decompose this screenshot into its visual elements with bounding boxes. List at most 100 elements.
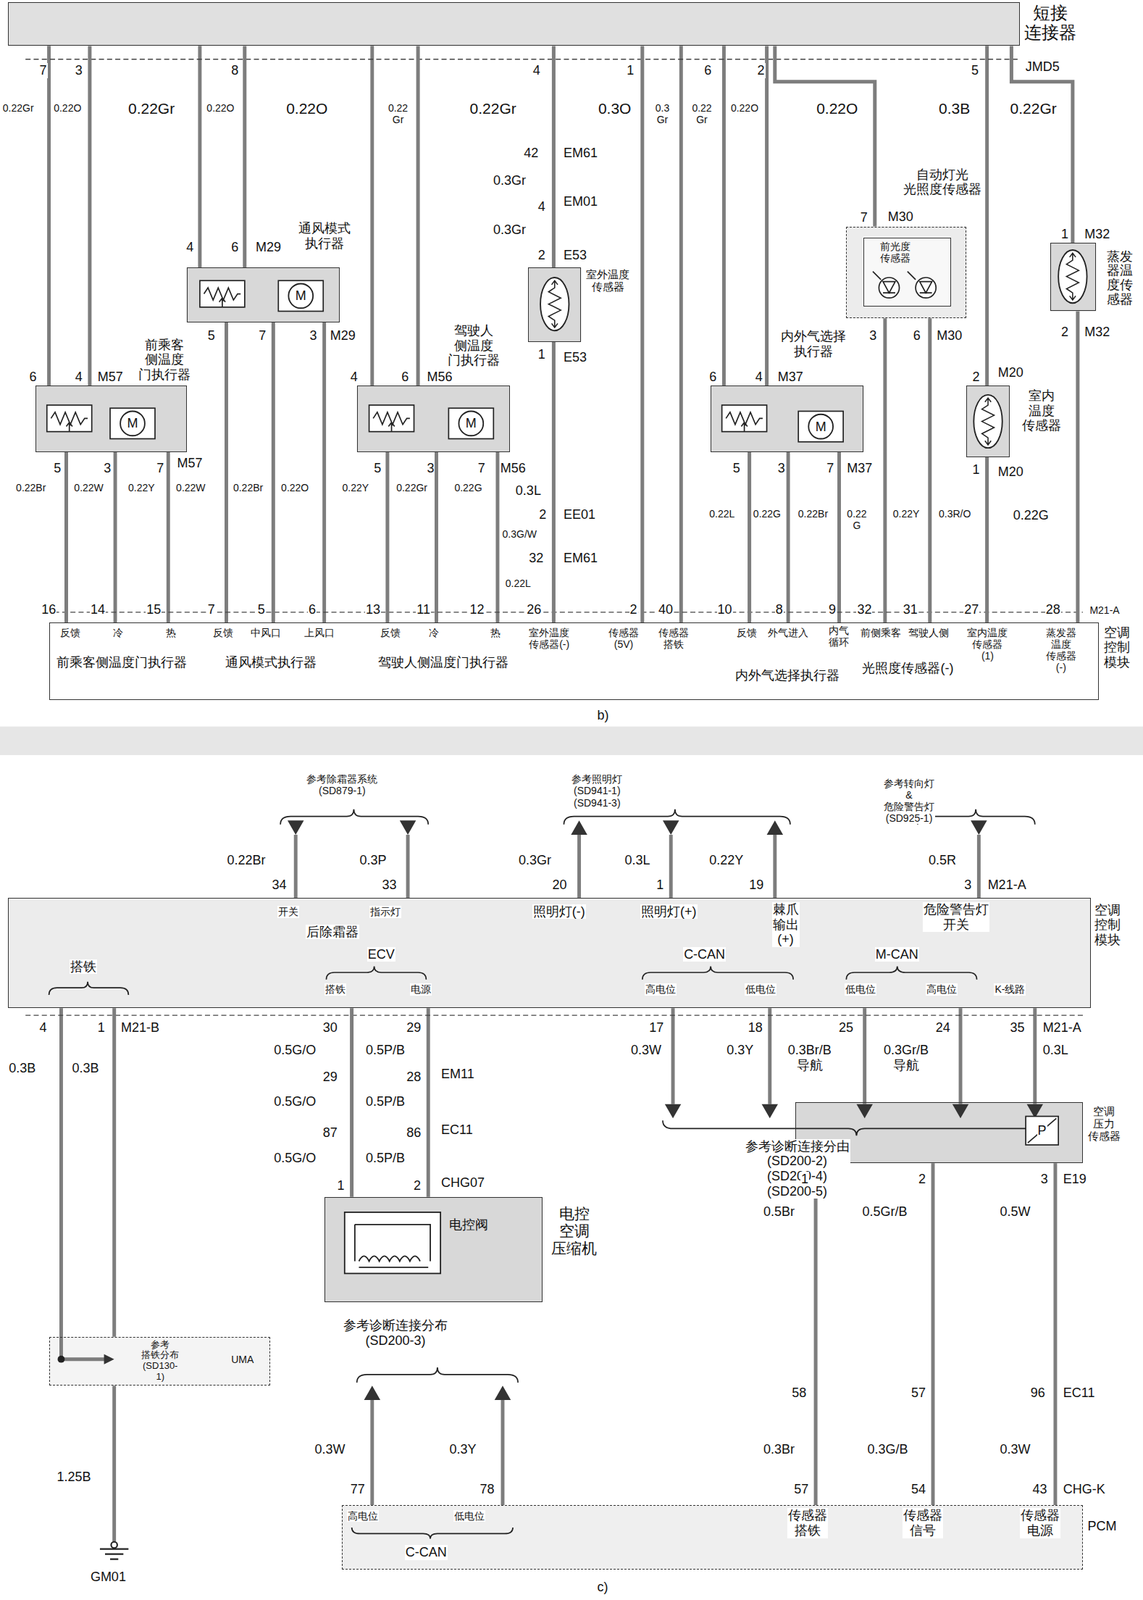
wire-label: 6 — [400, 369, 410, 385]
wire-label: ECV — [367, 946, 396, 962]
wire-label: E19 — [1062, 1171, 1088, 1187]
component-label: 参考 搭铁分布 (SD130-1) — [141, 1339, 179, 1383]
wire-label: 2 — [756, 63, 765, 79]
wire-label: EM61 — [562, 550, 599, 566]
component-box: 内外气选择 执行器 — [710, 385, 864, 452]
connector-rows — [25, 59, 1086, 1015]
splice-dot — [57, 1355, 66, 1363]
wire-label: 0.22Y — [127, 481, 156, 494]
wire-label: M30 — [887, 209, 915, 225]
component-label: 室外温度 传感器 — [585, 268, 630, 294]
wire-label: 参考诊断连接分布 (SD200-3) — [342, 1317, 449, 1348]
wire-label: 1 — [1060, 226, 1070, 242]
component-label: 内外气选择 执行器 — [780, 328, 847, 359]
wire-label: 0.3P — [359, 852, 388, 868]
wire-label: 0.22Br — [15, 481, 47, 494]
wire-label: 32 — [856, 601, 873, 618]
wire-label: 参考照明灯 (SD941-1)(SD941-3) — [570, 772, 623, 808]
wire-label: 0.22O — [52, 102, 82, 114]
wire-label: 2 — [917, 1171, 927, 1187]
wire-label: c) — [596, 1579, 609, 1595]
wire-label: 室内温度 传感器 (1) — [966, 626, 1009, 662]
box-fill — [186, 267, 340, 323]
wire-label: 棘爪 输出(+) — [772, 901, 800, 947]
wire-label: 0.3L — [515, 483, 542, 499]
wire-label: 参考除霜器系统 (SD879-1) — [305, 772, 379, 797]
wire-label: 6 — [307, 601, 317, 618]
wire-label: 0.22G — [752, 507, 782, 520]
wire-label: 搭铁 — [69, 959, 98, 975]
wire-label: 室外温度 传感器(-) — [528, 626, 571, 650]
wire-connector — [64, 451, 69, 623]
potentiometer-symbol — [47, 404, 92, 432]
wire-label: 反馈 — [735, 626, 758, 639]
wire-label: 内气 循环 — [827, 624, 850, 648]
wire-label: JMD5 — [1024, 59, 1061, 75]
wire-label: 0.3R/O — [938, 507, 972, 520]
wire-label: 3 — [777, 460, 786, 476]
wire-label: CHG07 — [440, 1174, 486, 1191]
wire-label: EM61 — [562, 145, 599, 161]
wire-label: 0.22 G — [846, 507, 868, 531]
wire-label: 1 — [972, 462, 981, 478]
wire-label: 0.5P/B — [365, 1150, 406, 1166]
wire-label: 0.22O — [205, 102, 235, 114]
wire-label: M32 — [1083, 324, 1111, 340]
wire-label: 0.22O — [730, 102, 760, 114]
box-fill — [324, 1196, 543, 1302]
component-box: 参考 搭铁分布 (SD130-1)UMA — [49, 1336, 271, 1386]
wire-label: 0.3Br/B 导航 — [787, 1042, 833, 1073]
wire-label: 0.22Gr — [395, 481, 429, 494]
wire-label: M — [814, 418, 828, 434]
wire-label: E53 — [562, 247, 588, 263]
wire-label: 0.3G/B — [867, 1441, 910, 1457]
box-fill — [710, 385, 864, 452]
wire-label: 20 — [551, 877, 568, 893]
component-label: 通风模式 执行器 — [298, 220, 351, 251]
wire-label: 0.22Br — [226, 852, 267, 868]
photodiode-symbol — [872, 271, 936, 299]
wire-label: 0.22G — [453, 481, 483, 494]
wire-connector — [385, 451, 389, 623]
wire-label: 通风模式执行器 — [224, 654, 318, 671]
wire-label: M20 — [997, 464, 1025, 480]
wire-label: 27 — [963, 601, 980, 618]
wire-label: 4 — [754, 369, 764, 385]
wire-label: M-CAN — [874, 946, 920, 962]
wire-label: M56 — [499, 460, 527, 476]
component-label: 短接 连接器 — [1024, 2, 1077, 43]
wire-label: M57 — [97, 369, 124, 385]
component-label: 室内 温度 传感器 — [1022, 388, 1062, 434]
wire-connector — [1011, 45, 1073, 243]
wire-label: EC11 — [1062, 1384, 1096, 1401]
ground-symbol — [99, 1541, 129, 1559]
wire-label: 0.22L — [504, 577, 532, 589]
wire-label: 冷 — [428, 626, 440, 639]
wire-label: 77 — [349, 1481, 366, 1497]
wire-label: 传感器 搭铁 — [787, 1507, 828, 1538]
box-fill — [862, 236, 951, 307]
wire-label: 0.22W — [175, 481, 206, 494]
potentiometer-symbol — [722, 404, 768, 432]
component-box: 室内 温度 传感器 — [966, 385, 1009, 458]
wire-label: 0.3Br — [762, 1441, 796, 1457]
wire-label: 前乘客侧温度门执行器 — [55, 654, 188, 671]
wire-label: 危险警告灯 开关 — [922, 901, 990, 932]
component-box: 驾驶人 侧温度 门执行器 — [357, 385, 510, 452]
wire-label: 0.22Y — [341, 481, 371, 494]
wire-label: 0.22Gr — [1009, 99, 1058, 118]
box-fill — [49, 1336, 271, 1386]
component-label: 自动灯光 光照度传感器 — [903, 167, 982, 198]
wire-label: 冷 — [112, 626, 124, 639]
wire-label: E53 — [562, 349, 588, 366]
wire-label: 低电位 — [844, 982, 877, 995]
wire-connector — [416, 45, 421, 386]
wire-label: 42 — [522, 145, 539, 161]
wire-connector — [747, 451, 752, 623]
wire-label: 10 — [717, 601, 734, 618]
wire-label: 3 — [963, 877, 973, 893]
wire-label: 6 — [703, 63, 713, 79]
wire-label: 54 — [910, 1481, 927, 1497]
wire-label: 0.3W — [999, 1441, 1032, 1457]
wire-label: 78 — [479, 1481, 496, 1497]
